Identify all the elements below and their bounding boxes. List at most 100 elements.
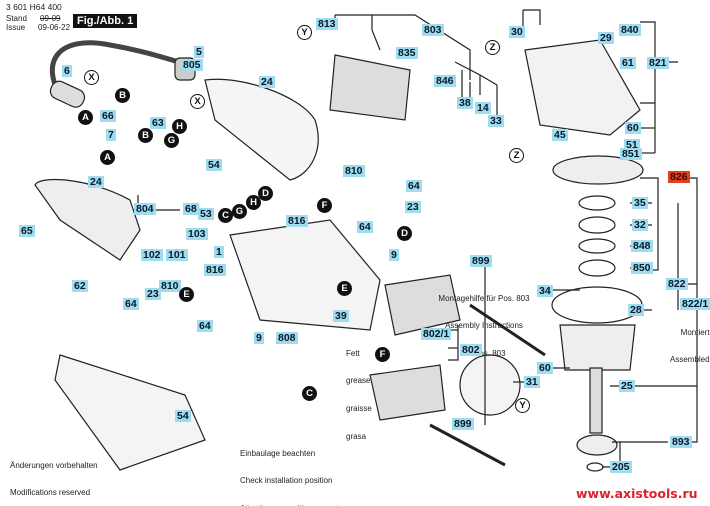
part-label: 35 (632, 197, 648, 209)
part-label: 39 (333, 310, 349, 322)
part-label: 32 (632, 219, 648, 231)
part-label: 822/1 (680, 298, 710, 310)
gear-housing-drawing (524, 39, 641, 136)
part-label: 29 (598, 32, 614, 44)
marker-e: E (179, 287, 194, 302)
grease-note: Fett grease graisse grasa (346, 330, 372, 460)
marker-b: B (138, 128, 153, 143)
part-label: 816 (286, 215, 308, 227)
part-label: 802/1 (421, 328, 452, 340)
motor-housing-drawing (229, 219, 381, 331)
marker-h: H (172, 119, 187, 134)
part-label: 66 (100, 110, 116, 122)
part-label: 5 (194, 46, 204, 58)
marker-g: G (232, 204, 247, 219)
part-label: 846 (434, 75, 456, 87)
marker-c: C (302, 386, 317, 401)
installation-note: Einbaulage beachten Check installation p… (240, 430, 339, 506)
part-label: 101 (166, 249, 188, 261)
note-line: Montagehilfe für Pos. 803 (438, 293, 530, 303)
assembly-rod-drawing (469, 303, 546, 357)
part-label: 899 (470, 255, 492, 267)
website-link[interactable]: www.axistools.ru (576, 486, 698, 501)
part-label: 805 (181, 59, 203, 71)
part-label: 68 (183, 203, 199, 215)
part-label: 803 (422, 24, 444, 36)
part-label: 835 (396, 47, 418, 59)
marker-f: F (317, 198, 332, 213)
marker-f: F (375, 347, 390, 362)
note-line: Modifications reserved (10, 488, 91, 498)
part-label: 810 (159, 280, 181, 292)
marker-a: A (78, 110, 93, 125)
marker-y: Y (515, 398, 530, 413)
marker-g: G (164, 133, 179, 148)
part-label-highlighted: 826 (668, 171, 690, 183)
part-label: 24 (259, 76, 275, 88)
part-label: 821 (647, 57, 669, 69)
assembled-note: Montiert Assembled (670, 309, 710, 383)
cord-sleeve-drawing (49, 80, 86, 108)
part-label: 60 (625, 122, 641, 134)
marker-y: Y (297, 25, 312, 40)
stand-label: Stand (6, 14, 27, 23)
part-label: 61 (620, 57, 636, 69)
part-label: 60 (537, 362, 553, 374)
part-label: 7 (106, 129, 116, 141)
part-label: 30 (509, 26, 525, 38)
part-label: 9 (254, 332, 264, 344)
part-label: 64 (123, 298, 139, 310)
marker-e: E (337, 281, 352, 296)
part-label: 802 (460, 344, 482, 356)
part-label: 45 (552, 129, 568, 141)
marker-z: Z (509, 148, 524, 163)
assembled-housing-drawing (54, 354, 206, 471)
note-line: graisse (346, 404, 372, 414)
issue-label: Issue (6, 23, 26, 32)
part-label: 822 (666, 278, 688, 290)
part-label: 103 (186, 228, 208, 240)
note-line: Check installation position (240, 476, 333, 486)
handle-housing-upper-drawing (204, 78, 319, 181)
armature-drawing (329, 54, 411, 121)
part-label: 31 (524, 376, 540, 388)
part-label: 813 (316, 18, 338, 30)
assembly-help-note: Montagehilfe für Pos. 803 Assembly Instr… (432, 275, 536, 377)
retaining-ring-drawing (578, 238, 616, 254)
part-label: 893 (670, 436, 692, 448)
part-label: 808 (276, 332, 298, 344)
marker-z: Z (485, 40, 500, 55)
marker-d: D (258, 186, 273, 201)
part-label: 63 (150, 117, 166, 129)
part-label: 53 (198, 208, 214, 220)
marker-h: H (246, 195, 261, 210)
note-line: Einbaulage beachten (240, 448, 316, 458)
note-line: grease (346, 376, 371, 386)
document-number: 3 601 H64 400 (6, 2, 62, 12)
issue-value: 09-06-22 (38, 23, 71, 32)
handle-housing-lower-drawing (34, 178, 141, 261)
part-label: 1 (214, 246, 224, 258)
part-label: 65 (19, 225, 35, 237)
field-coil-drawing (384, 274, 461, 336)
part-label: 25 (619, 380, 635, 392)
part-label: 840 (619, 24, 641, 36)
part-label: 810 (343, 165, 365, 177)
clamping-nut-drawing (576, 434, 618, 456)
washer-drawing (586, 462, 604, 472)
part-label: 9 (389, 249, 399, 261)
figure-title: Fig./Abb. 1 (73, 14, 138, 28)
marker-a: A (100, 150, 115, 165)
field-coil-lower-drawing (369, 364, 446, 421)
part-label: 851 (620, 148, 642, 160)
bearing-flange-drawing (559, 324, 636, 371)
spindle-drawing (589, 367, 603, 434)
part-label: 804 (134, 203, 156, 215)
seal-drawing (578, 216, 616, 234)
part-label: 6 (62, 65, 72, 77)
part-label: 14 (475, 102, 491, 114)
part-label: 64 (197, 320, 213, 332)
ball-bearing-drawing (578, 259, 616, 277)
